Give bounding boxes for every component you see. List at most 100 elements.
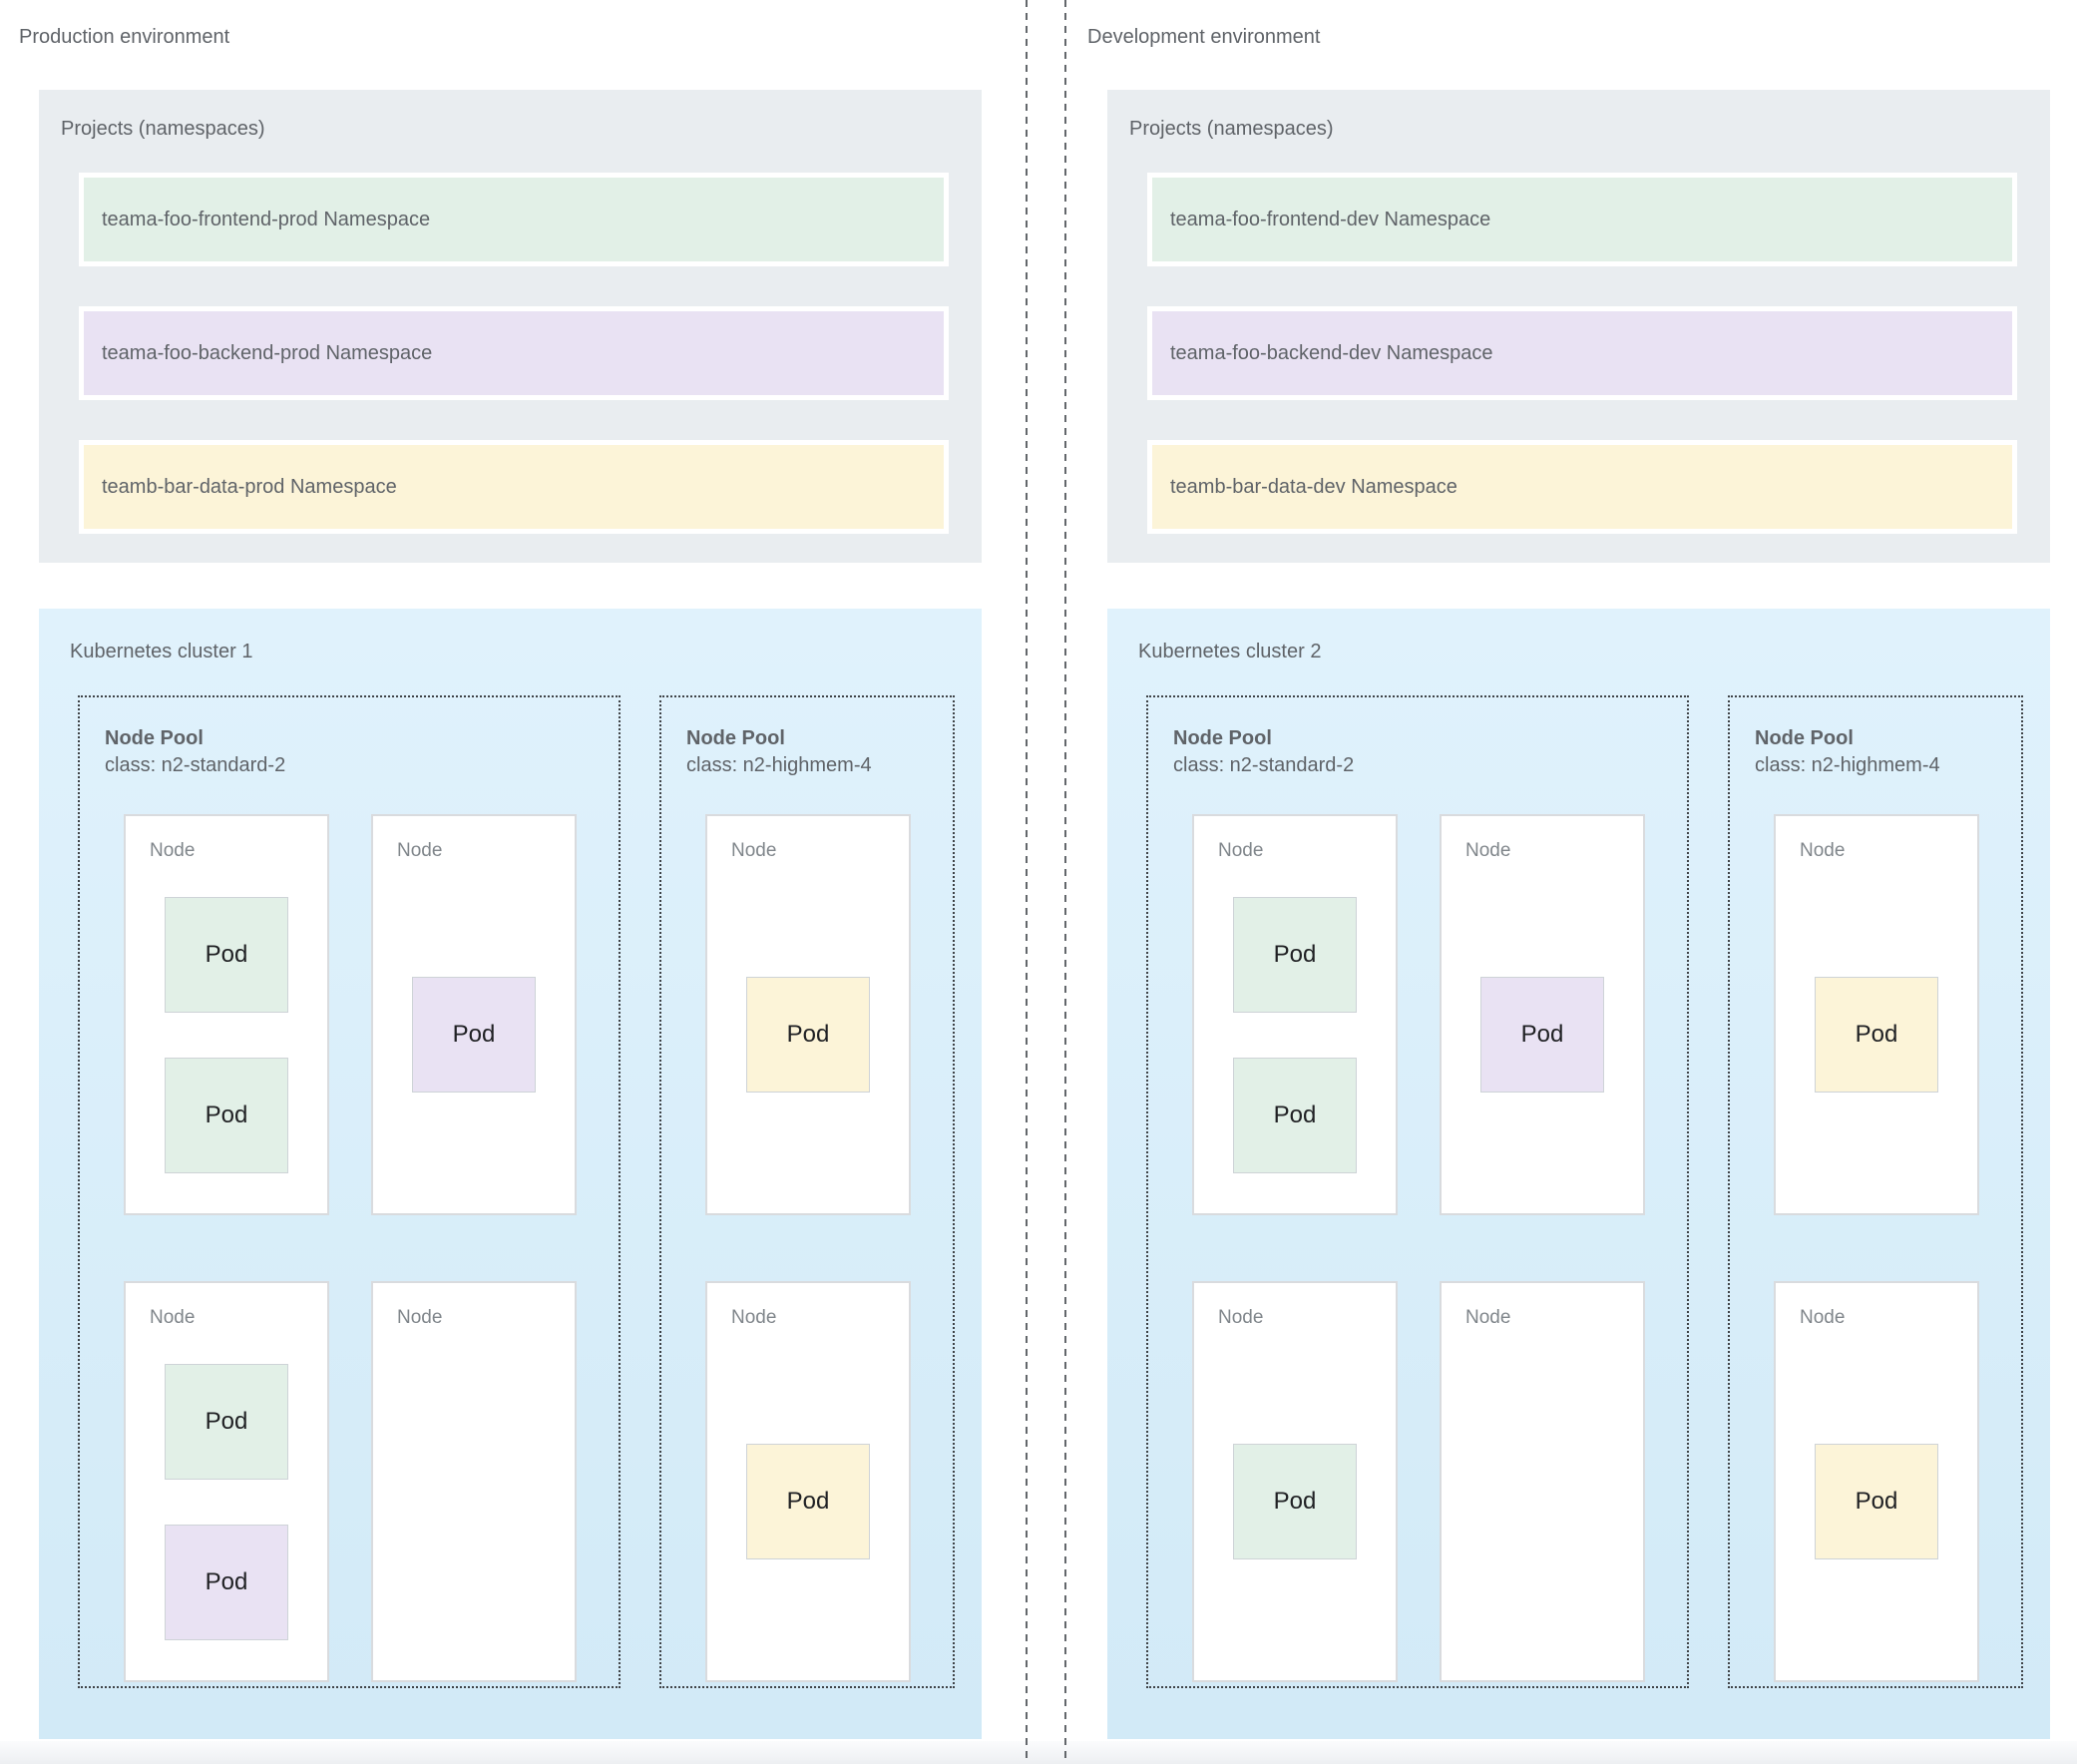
pod-purple: Pod bbox=[1480, 977, 1604, 1093]
environment-title: Development environment bbox=[1087, 26, 1321, 48]
pod-label: Pod bbox=[205, 940, 248, 968]
pod-green: Pod bbox=[165, 896, 288, 1013]
pods-container: Pod bbox=[707, 816, 909, 1213]
namespace-bar-yellow: teamb-bar-data-dev Namespace bbox=[1147, 440, 2017, 534]
pod-label: Pod bbox=[1855, 1488, 1898, 1515]
node-label: Node bbox=[1800, 1307, 1846, 1328]
namespace-bar-green: teama-foo-frontend-prod Namespace bbox=[79, 173, 949, 266]
projects-namespaces-box: Projects (namespaces) teama-foo-frontend-… bbox=[1107, 90, 2050, 563]
pods-container: Pod bbox=[1776, 1283, 1977, 1680]
pods-container: Pod bbox=[1194, 1283, 1396, 1680]
namespace-bar-purple: teama-foo-backend-dev Namespace bbox=[1147, 306, 2017, 400]
namespace-bar-purple: teama-foo-backend-prod Namespace bbox=[79, 306, 949, 400]
pod-label: Pod bbox=[205, 1567, 248, 1595]
namespace-label: teama-foo-frontend-prod Namespace bbox=[102, 208, 431, 230]
namespace-label: teamb-bar-data-prod Namespace bbox=[102, 475, 397, 498]
pod-yellow: Pod bbox=[1815, 977, 1938, 1093]
namespace-label: teama-foo-frontend-dev Namespace bbox=[1170, 208, 1491, 230]
pod-label: Pod bbox=[786, 1488, 830, 1515]
pod-green: Pod bbox=[165, 1363, 288, 1480]
node-label: Node bbox=[150, 840, 196, 861]
pod-yellow: Pod bbox=[746, 977, 870, 1093]
namespace-label: teama-foo-backend-prod Namespace bbox=[102, 341, 433, 364]
environment-title: Production environment bbox=[19, 26, 230, 48]
namespace-label: teamb-bar-data-dev Namespace bbox=[1170, 475, 1457, 498]
node-pool-title: Node Pool bbox=[1755, 727, 1854, 749]
node-pool-title: Node Pool bbox=[1173, 727, 1272, 749]
cluster-title: Kubernetes cluster 2 bbox=[1138, 641, 1322, 662]
pod-label: Pod bbox=[1520, 1021, 1564, 1048]
pod-label: Pod bbox=[1855, 1021, 1898, 1048]
namespace-label: teama-foo-backend-dev Namespace bbox=[1170, 341, 1493, 364]
node-label: Node bbox=[397, 840, 443, 861]
pod-yellow: Pod bbox=[746, 1444, 870, 1559]
pods-container: Pod bbox=[707, 1283, 909, 1680]
node-label: Node bbox=[1218, 840, 1264, 861]
pod-label: Pod bbox=[205, 1407, 248, 1435]
pod-label: Pod bbox=[452, 1021, 496, 1048]
node-label: Node bbox=[1218, 1307, 1264, 1328]
projects-box-title: Projects (namespaces) bbox=[61, 118, 265, 140]
node-box: Node bbox=[371, 1281, 577, 1682]
node-pool-header: Node Pool class: n2-highmem-4 bbox=[686, 725, 872, 779]
pod-label: Pod bbox=[205, 1101, 248, 1128]
pods-container: Pod bbox=[1776, 816, 1977, 1213]
namespace-bar-yellow: teamb-bar-data-prod Namespace bbox=[79, 440, 949, 534]
node-label: Node bbox=[731, 840, 777, 861]
pod-label: Pod bbox=[786, 1021, 830, 1048]
node-box: Node bbox=[1440, 1281, 1645, 1682]
node-pool-title: Node Pool bbox=[686, 727, 785, 749]
pod-green: Pod bbox=[1233, 1444, 1357, 1559]
node-pool-class: class: n2-highmem-4 bbox=[686, 754, 872, 776]
page-bottom-strip bbox=[0, 1741, 2077, 1764]
pod-green: Pod bbox=[1233, 896, 1357, 1013]
node-label: Node bbox=[397, 1307, 443, 1328]
pods-container: Pod bbox=[1442, 816, 1643, 1213]
node-label: Node bbox=[731, 1307, 777, 1328]
pod-label: Pod bbox=[1273, 1101, 1317, 1128]
node-label: Node bbox=[1465, 840, 1511, 861]
kubernetes-cluster-box: Kubernetes cluster 1 Node Pool class: n2-s… bbox=[39, 609, 982, 1739]
pods-container bbox=[373, 1283, 575, 1680]
pod-yellow: Pod bbox=[1815, 1444, 1938, 1559]
node-label: Node bbox=[1800, 840, 1846, 861]
pod-green: Pod bbox=[1233, 1057, 1357, 1173]
node-pool-class: class: n2-standard-2 bbox=[1173, 754, 1355, 776]
node-pool-header: Node Pool class: n2-standard-2 bbox=[105, 725, 285, 779]
node-pool-class: class: n2-highmem-4 bbox=[1755, 754, 1940, 776]
pod-purple: Pod bbox=[165, 1524, 288, 1640]
pod-label: Pod bbox=[1273, 940, 1317, 968]
environment-separator-line-right bbox=[1064, 0, 1066, 1764]
pod-label: Pod bbox=[1273, 1488, 1317, 1515]
pods-container bbox=[1442, 1283, 1643, 1680]
projects-namespaces-box: Projects (namespaces) teama-foo-frontend-… bbox=[39, 90, 982, 563]
namespace-bar-green: teama-foo-frontend-dev Namespace bbox=[1147, 173, 2017, 266]
node-pool-header: Node Pool class: n2-standard-2 bbox=[1173, 725, 1354, 779]
projects-box-title: Projects (namespaces) bbox=[1129, 118, 1334, 140]
node-pool-header: Node Pool class: n2-highmem-4 bbox=[1755, 725, 1940, 779]
node-pool-title: Node Pool bbox=[105, 727, 204, 749]
kubernetes-cluster-box: Kubernetes cluster 2 Node Pool class: n2-s… bbox=[1107, 609, 2050, 1739]
node-label: Node bbox=[150, 1307, 196, 1328]
pod-purple: Pod bbox=[412, 977, 536, 1093]
cluster-title: Kubernetes cluster 1 bbox=[70, 641, 253, 662]
node-pool-class: class: n2-standard-2 bbox=[105, 754, 286, 776]
environment-separator-line-left bbox=[1026, 0, 1028, 1764]
pod-green: Pod bbox=[165, 1057, 288, 1173]
